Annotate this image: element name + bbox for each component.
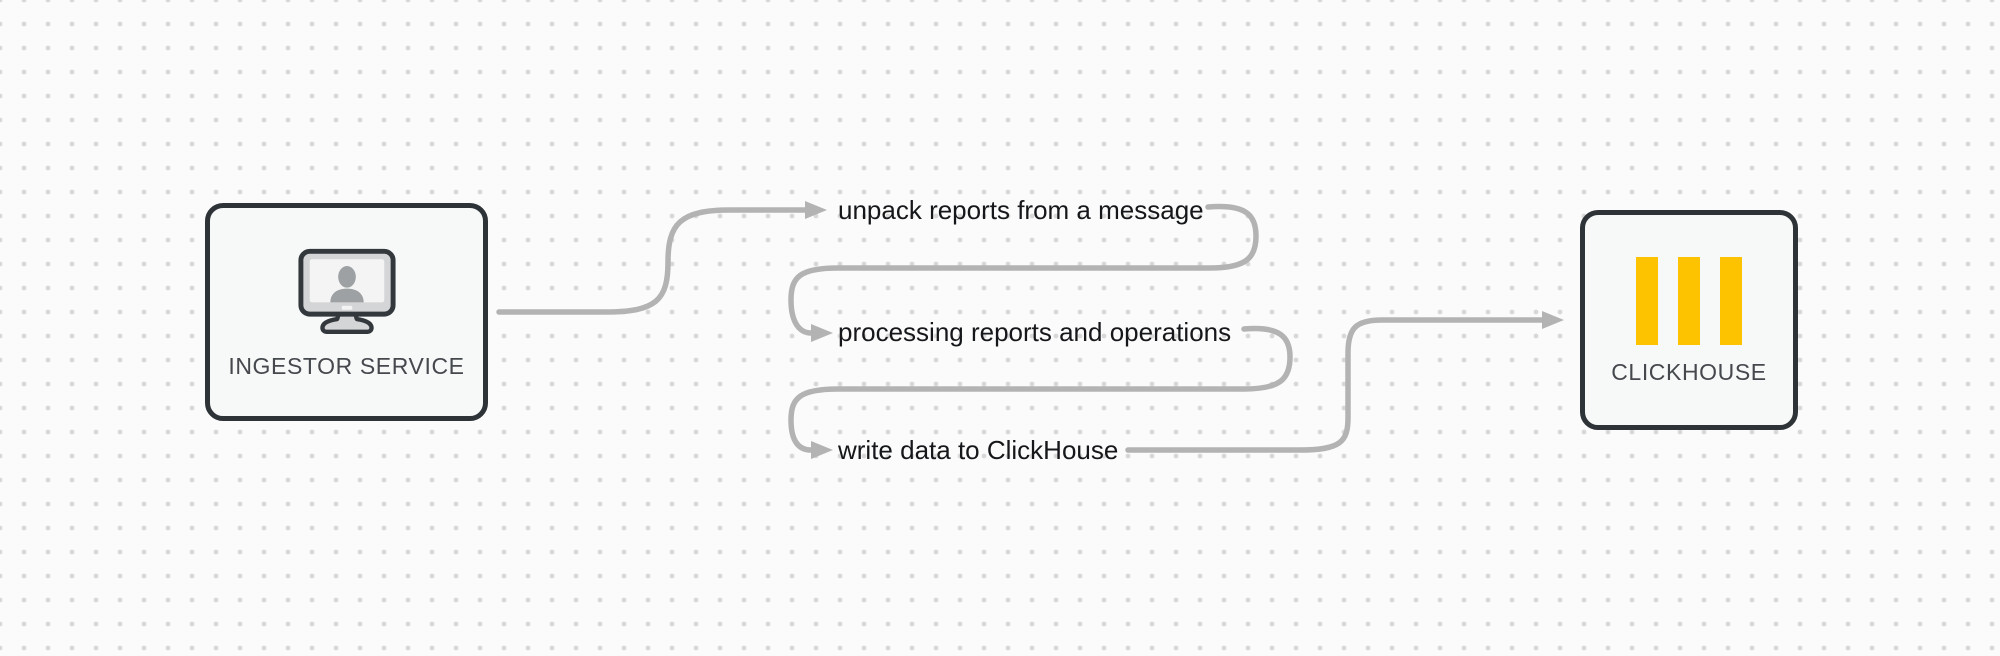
node-label-ingestor: INGESTOR SERVICE xyxy=(228,352,465,379)
clickhouse-bar xyxy=(1720,256,1742,345)
connector-ingestor-to-step1 xyxy=(496,201,827,315)
node-clickhouse: CLICKHOUSE xyxy=(1580,210,1798,430)
connector-step3-to-clickhouse xyxy=(1125,311,1564,453)
step-label-write: write data to ClickHouse xyxy=(838,435,1119,465)
clickhouse-bar xyxy=(1636,256,1658,345)
clickhouse-bars-icon xyxy=(1636,256,1742,345)
step-label-processing: processing reports and operations xyxy=(838,317,1232,347)
node-ingestor-service: INGESTOR SERVICE xyxy=(205,203,488,421)
clickhouse-bar xyxy=(1678,256,1700,345)
person-silhouette-icon xyxy=(329,265,364,302)
step-label-unpack: unpack reports from a message xyxy=(838,195,1204,225)
connector-step1-to-step2 xyxy=(788,203,1259,342)
node-label-clickhouse: CLICKHOUSE xyxy=(1611,358,1767,385)
connector-step2-to-step3 xyxy=(788,325,1293,459)
monitor-user-icon xyxy=(297,248,396,334)
